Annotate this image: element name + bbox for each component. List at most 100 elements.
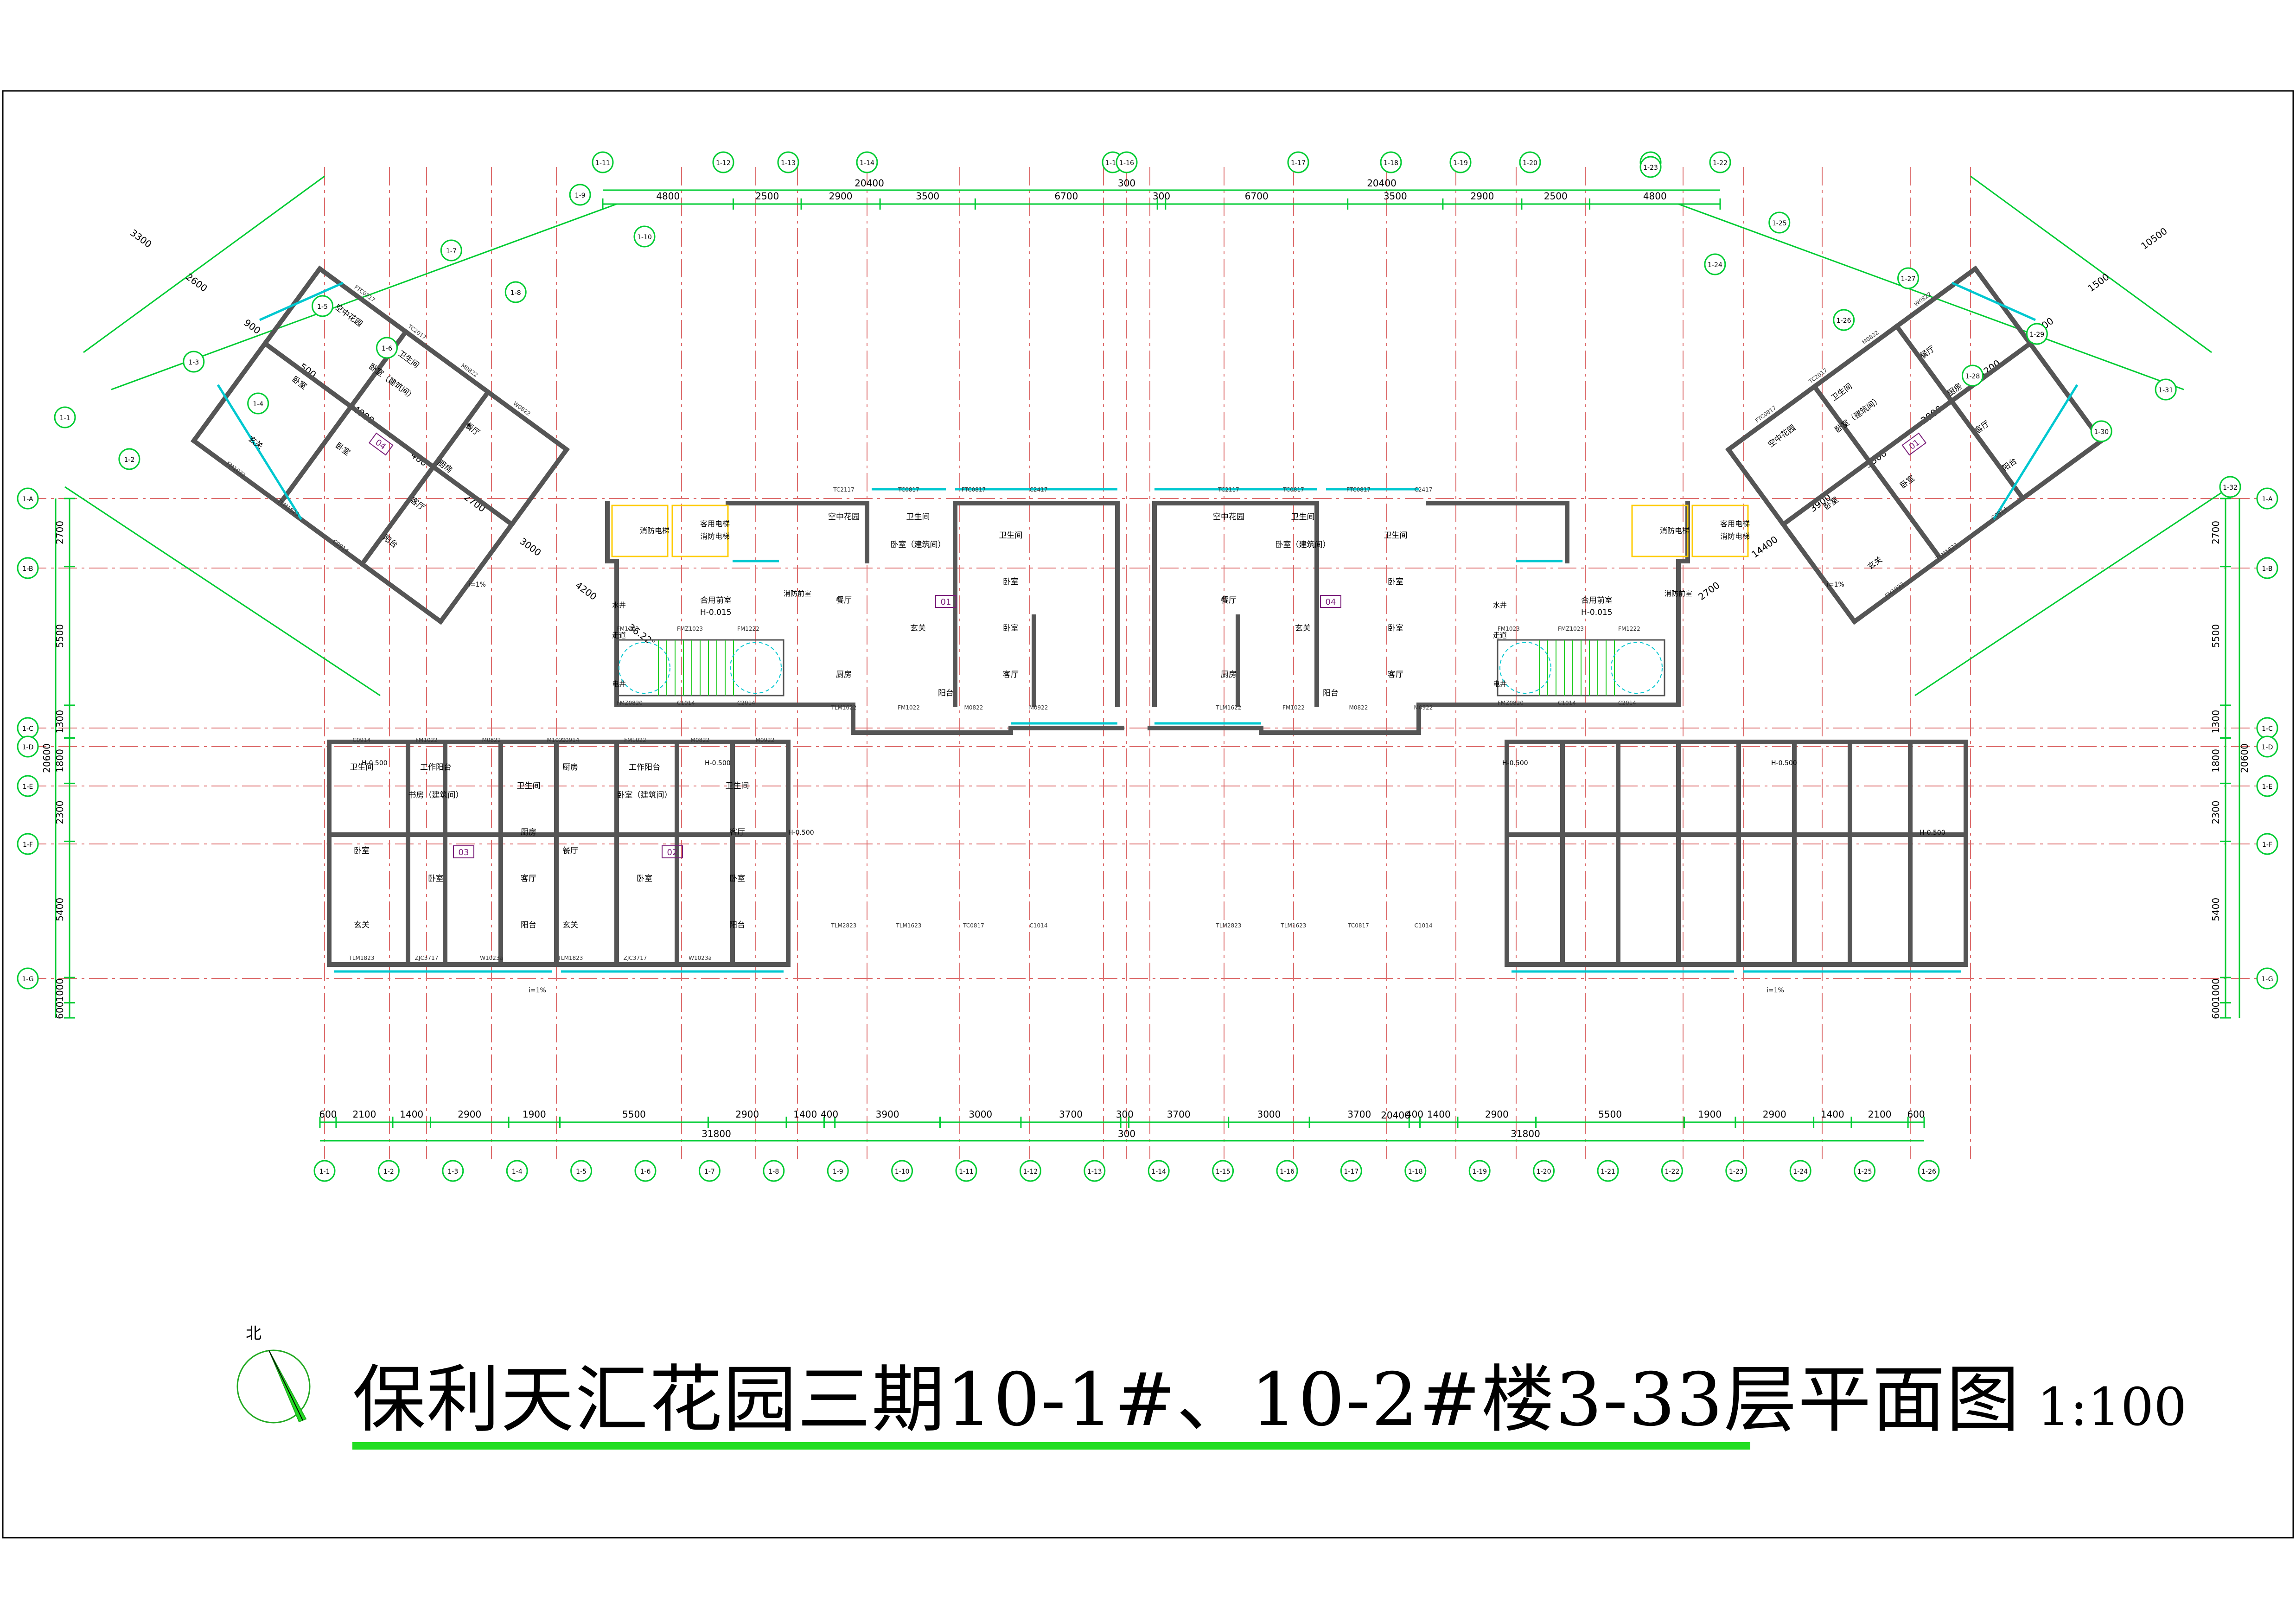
wall-wing-left-partition: [261, 340, 515, 528]
axis-bubble-wing-left: [376, 337, 398, 359]
right-dim-label: 2300: [2210, 800, 2221, 824]
left-dim-label: 600: [54, 1002, 65, 1019]
axis-bubble-wing-right: [2026, 323, 2048, 345]
room-label: 卫生间: [1384, 531, 1408, 540]
axis-bubble-top: [592, 151, 614, 173]
axis-bubble-bottom: [506, 1160, 528, 1182]
window-wing: [259, 281, 344, 321]
room-label: 阳台: [938, 689, 954, 698]
room-label: 卫生间: [726, 781, 749, 791]
room-label: 卧室: [729, 874, 745, 883]
core-label: 水井: [1493, 601, 1507, 609]
axis-bubble-bottom: [891, 1160, 913, 1182]
unit-code-box: [368, 432, 394, 456]
unit-code: 03: [459, 848, 469, 857]
elevator-shaft: [671, 505, 729, 557]
opening-tag: TLM1823: [349, 955, 375, 961]
opening-tag: FMZ1023: [677, 626, 703, 632]
opening-tag: TC2117: [1218, 486, 1239, 493]
wall-wing-right-partition: [1893, 323, 2026, 502]
axis-bubble-wing-right: [1768, 211, 1791, 234]
opening-tag: TLM1623: [896, 922, 922, 929]
wall-core-south-right: [1148, 501, 1690, 735]
top-dim-label: 6700: [1245, 191, 1269, 202]
bottom-dim-label: 3700: [1167, 1109, 1191, 1120]
axis-bubble-bottom: [377, 1160, 400, 1182]
top-total-label: 20400: [855, 178, 884, 189]
axis-bubble-left: [17, 557, 39, 579]
room-label: 玄关: [562, 920, 578, 930]
opening-tag: FM1022: [225, 460, 247, 479]
opening-tag: FM1022: [1884, 581, 1906, 600]
level-mark: H-0.500: [1920, 829, 1945, 837]
opening-tag: C1014: [1558, 700, 1576, 706]
left-dim-label: 1000: [54, 978, 65, 1002]
axis-bubble-top: [1116, 151, 1138, 173]
opening-tag: TC0817: [963, 922, 984, 929]
bottom-dim-label: 2900: [1485, 1109, 1509, 1120]
axis-bubble-bottom: [1148, 1160, 1170, 1182]
room-label: 客厅: [1388, 670, 1403, 679]
drawing-title: 保利天汇花园三期10-1#、10-2#楼3-33层平面图: [352, 1357, 2021, 1443]
opening-tag: TLM1622: [831, 704, 857, 711]
wall-unit-b: [1152, 501, 1319, 707]
wing-dim-line: [1914, 486, 2231, 696]
axis-bubble-wing-right: [1704, 253, 1726, 275]
axis-bubble-bottom-label: 1-2: [383, 1168, 394, 1176]
core-level: H-0.015: [700, 608, 732, 617]
room-label: 阳台: [729, 920, 745, 930]
opening-tag: M0822: [1349, 704, 1368, 711]
room-label: 卧室: [1898, 474, 1916, 491]
elevator-shaft: [611, 505, 669, 557]
axis-bubble-left-label: 1-D: [22, 744, 34, 751]
axis-bubble-right-label: 1-E: [2262, 783, 2273, 791]
wall-unit-a: [953, 501, 1120, 707]
opening-tag: FM1023: [1498, 626, 1520, 632]
axis-bubble-bottom-label: 1-14: [1151, 1168, 1166, 1176]
wing-dim-label: 2600: [184, 271, 209, 294]
opening-tag: C1014: [1415, 922, 1433, 929]
axis-bubble-right: [2256, 833, 2278, 855]
bottom-dim-label: 1400: [1821, 1109, 1844, 1120]
opening-tag: FTC0817: [1346, 486, 1371, 493]
axis-bubble-wing-right-label: 1-29: [2029, 331, 2044, 339]
axis-bubble-wing-right: [2090, 420, 2112, 442]
bottom-dim-label: 2100: [352, 1109, 376, 1120]
bottom-total-label: 31800: [1511, 1128, 1540, 1139]
axis-bubble-bottom: [1340, 1160, 1362, 1182]
top-total-label: 300: [1118, 178, 1135, 189]
wall-wing-left-outline: [190, 265, 570, 625]
room-label: 卫生间: [396, 349, 421, 370]
right-total-label: 20600: [2239, 743, 2250, 773]
room-label: 空中花园: [1213, 512, 1244, 522]
axis-bubble-bottom-label: 1-16: [1280, 1168, 1295, 1176]
opening-tag: FM1022: [1282, 704, 1305, 711]
top-dim-label: 2500: [755, 191, 779, 202]
top-dim-label: 3500: [916, 191, 939, 202]
core-label: 消防电梯: [1660, 526, 1690, 535]
window-wing: [217, 384, 303, 520]
axis-bubble-bottom-label: 1-13: [1087, 1168, 1102, 1176]
stair-turn: [619, 642, 670, 694]
axis-bubble-top-label: 1-16: [1119, 160, 1134, 167]
title-underline: [352, 1442, 1750, 1450]
room-label: 玄关: [354, 920, 370, 930]
room-label: 餐厅: [1221, 596, 1237, 605]
wing-dim-line: [1970, 175, 2212, 353]
axis-bubble-bottom-label: 1-9: [833, 1168, 843, 1176]
axis-bubble-bottom-label: 1-19: [1472, 1168, 1487, 1176]
opening-tag: ZJC3717: [415, 955, 439, 961]
axis-bubble-bottom-label: 1-8: [768, 1168, 779, 1176]
left-dim-label: 2300: [54, 800, 65, 824]
axis-bubble-bottom: [698, 1160, 721, 1182]
opening-tag: FTC0817: [962, 486, 986, 493]
axis-bubble-bottom-label: 1-24: [1793, 1168, 1808, 1176]
axis-bubble-bottom: [1789, 1160, 1811, 1182]
axis-bubble-bottom-label: 1-12: [1023, 1168, 1038, 1176]
axis-bubble-wing-left-label: 1-4: [253, 401, 263, 408]
room-label: 卫生间: [999, 531, 1023, 540]
left-total-label: 20600: [41, 743, 52, 773]
axis-bubble-bottom: [1468, 1160, 1491, 1182]
